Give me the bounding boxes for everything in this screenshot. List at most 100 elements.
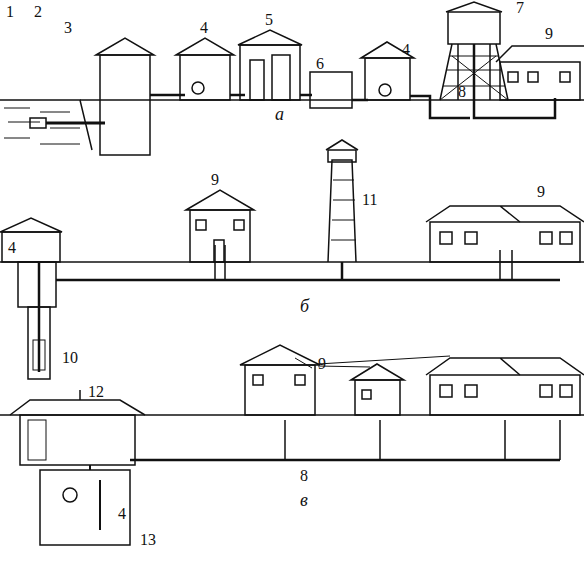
house-roof — [240, 345, 320, 365]
panel-c-detail — [465, 385, 477, 397]
callout-number: 4 — [118, 506, 126, 522]
roof — [361, 42, 414, 58]
panel-c-detail — [362, 390, 371, 399]
tower-tank — [328, 150, 356, 162]
water-hatch-detail — [50, 128, 80, 129]
callout-number: 7 — [516, 0, 524, 16]
water-hatch-detail — [40, 144, 80, 145]
water-hatch — [4, 108, 80, 144]
panel-letter: б — [300, 298, 309, 314]
panel-c-detail — [540, 385, 552, 397]
water-main — [130, 459, 560, 462]
service-pipe — [284, 420, 286, 460]
house-roof — [426, 206, 584, 222]
panel-b-detail — [234, 220, 244, 230]
pump — [63, 488, 77, 502]
pump — [379, 84, 391, 96]
filter — [250, 60, 264, 100]
callout-number: 4 — [402, 42, 410, 58]
suction-pipe — [99, 480, 101, 530]
water-main — [56, 279, 560, 282]
water-bank — [0, 100, 92, 150]
panel-letter: а — [275, 106, 284, 122]
panel-b-detail — [440, 232, 452, 244]
callout-number: 9 — [545, 26, 553, 42]
intake-pipe — [46, 122, 105, 125]
callout-number: 8 — [300, 468, 308, 484]
pump-house — [2, 232, 60, 262]
house — [500, 62, 580, 100]
intake-well — [100, 55, 150, 155]
house — [245, 365, 315, 415]
callout-number: 5 — [265, 12, 273, 28]
panel-c-detail — [560, 385, 572, 397]
water-hatch-detail — [40, 112, 70, 113]
roof — [0, 218, 62, 232]
callout-number: 9 — [211, 172, 219, 188]
submersible-pump — [33, 340, 45, 370]
house — [430, 375, 580, 415]
callout-number: 10 — [62, 350, 78, 366]
filter — [272, 55, 290, 100]
vent — [79, 390, 81, 400]
treatment-plant — [240, 45, 300, 100]
panel-a-detail — [560, 72, 570, 82]
callout-number: 9 — [537, 184, 545, 200]
panel-letter: в — [300, 492, 308, 508]
callout-number: 1 — [6, 4, 14, 20]
panel-b-detail — [540, 232, 552, 244]
underground-reservoir — [20, 415, 135, 465]
panel-b — [0, 140, 584, 379]
panel-c-detail — [295, 375, 305, 385]
panel-c-detail — [253, 375, 263, 385]
callout-number: 8 — [458, 84, 466, 100]
callout-number: 12 — [88, 384, 104, 400]
callout-number: 4 — [8, 240, 16, 256]
panel-b-detail — [560, 232, 572, 244]
callout-number: 13 — [140, 532, 156, 548]
house — [430, 222, 580, 262]
pump-station — [180, 55, 230, 100]
service-pipe — [505, 420, 560, 460]
roof — [238, 30, 302, 45]
water-hatch-detail — [4, 138, 30, 139]
panel-c — [0, 345, 584, 545]
callout-number: 3 — [64, 20, 72, 36]
panel-b-detail — [196, 220, 206, 230]
house — [355, 380, 400, 415]
water-hatch-detail — [8, 122, 40, 123]
pump-station — [40, 470, 130, 545]
tower-pipe — [341, 262, 344, 280]
roof — [96, 38, 154, 55]
pump — [192, 82, 204, 94]
house-roof — [426, 358, 584, 375]
callout-number: 9 — [318, 356, 326, 372]
panel-a-detail — [528, 72, 538, 82]
callout-number: 6 — [316, 56, 324, 72]
panel-a — [0, 2, 584, 155]
pipe — [230, 94, 245, 97]
intake-head — [30, 118, 46, 128]
reservoir-mound — [10, 400, 145, 415]
chlorinator — [28, 420, 46, 460]
panel-b-detail — [465, 232, 477, 244]
house-roof — [186, 190, 254, 210]
callout-number: 4 — [200, 20, 208, 36]
callout-number: 11 — [362, 192, 377, 208]
well-chamber — [18, 262, 56, 307]
water-main — [474, 44, 555, 118]
tower-roof — [326, 140, 358, 150]
panel-c-detail — [89, 465, 91, 470]
panel-a-detail — [508, 72, 518, 82]
brick-lines — [331, 180, 356, 240]
panel-c-detail — [440, 385, 452, 397]
roof — [176, 38, 234, 55]
tower-roof — [446, 2, 502, 12]
service-pipe — [500, 250, 512, 280]
service-pipe — [379, 420, 381, 460]
well-pipe — [38, 262, 41, 372]
panel-b-detail — [214, 240, 224, 262]
water-tower — [328, 160, 356, 262]
house — [190, 210, 250, 262]
